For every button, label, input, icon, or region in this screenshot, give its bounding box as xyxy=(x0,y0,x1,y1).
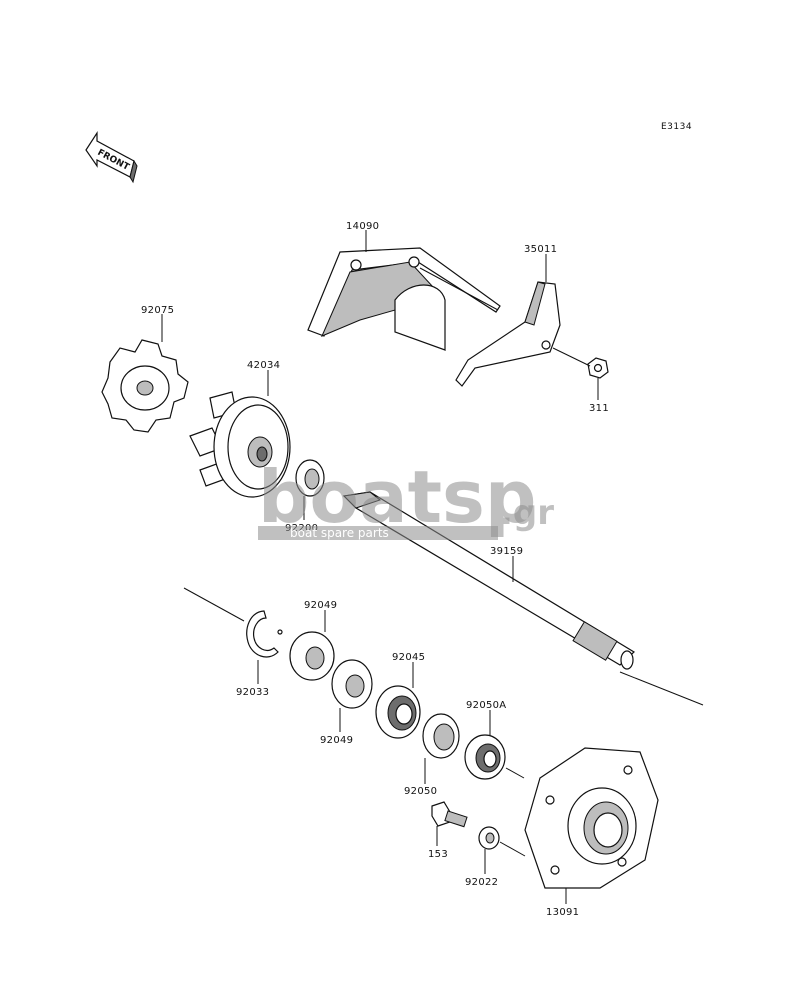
seal-92050a[interactable] xyxy=(464,734,506,780)
flange-42034[interactable] xyxy=(189,391,291,498)
circlip-92033[interactable] xyxy=(246,610,283,658)
watermark-tld: .gr xyxy=(500,493,554,533)
housing-13091[interactable] xyxy=(524,747,659,889)
bolt-153[interactable] xyxy=(431,801,468,828)
part-label-92049-a[interactable]: 92049 xyxy=(304,600,337,611)
watermark-brand: boatsp xyxy=(258,455,536,539)
watermark-tagline-bar xyxy=(258,526,498,540)
part-label-92075[interactable]: 92075 xyxy=(141,305,174,316)
part-label-92049-b[interactable]: 92049 xyxy=(320,735,353,746)
seal-92049-a[interactable] xyxy=(289,631,335,681)
part-label-92033[interactable]: 92033 xyxy=(236,687,269,698)
part-label-92045[interactable]: 92045 xyxy=(392,652,425,663)
cover-14090[interactable] xyxy=(307,247,501,352)
seal-92049-b[interactable] xyxy=(331,659,373,709)
part-label-14090[interactable]: 14090 xyxy=(346,221,379,232)
diagram-code: E3134 xyxy=(661,122,692,132)
axis-line-right xyxy=(619,671,704,706)
part-label-13091[interactable]: 13091 xyxy=(546,907,579,918)
seal-92050[interactable] xyxy=(422,713,460,759)
nut-311[interactable] xyxy=(587,357,609,379)
part-label-92050[interactable]: 92050 xyxy=(404,786,437,797)
part-label-92022[interactable]: 92022 xyxy=(465,877,498,888)
part-label-153[interactable]: 153 xyxy=(428,849,448,860)
connector-washer-housing xyxy=(499,841,526,857)
connector-seal-housing xyxy=(505,767,525,779)
front-arrow-icon: FRONT xyxy=(85,130,138,184)
bearing-92045[interactable] xyxy=(375,685,421,739)
connector-bracket-nut xyxy=(552,347,591,367)
part-label-35011[interactable]: 35011 xyxy=(524,244,557,255)
axis-line-left xyxy=(183,587,245,622)
washer-92022[interactable] xyxy=(478,826,500,850)
part-label-42034[interactable]: 42034 xyxy=(247,360,280,371)
part-label-311[interactable]: 311 xyxy=(589,403,609,414)
part-label-39159[interactable]: 39159 xyxy=(490,546,523,557)
connector-cover-bracket xyxy=(419,267,499,311)
washer-92200[interactable] xyxy=(295,459,325,497)
coupling-92075[interactable] xyxy=(101,339,189,433)
part-label-92050a[interactable]: 92050A xyxy=(466,700,506,711)
watermark-tagline: boat spare parts xyxy=(290,526,389,540)
watermark: boatsp .gr boat spare parts xyxy=(258,455,554,540)
bracket-35011[interactable] xyxy=(455,281,561,387)
